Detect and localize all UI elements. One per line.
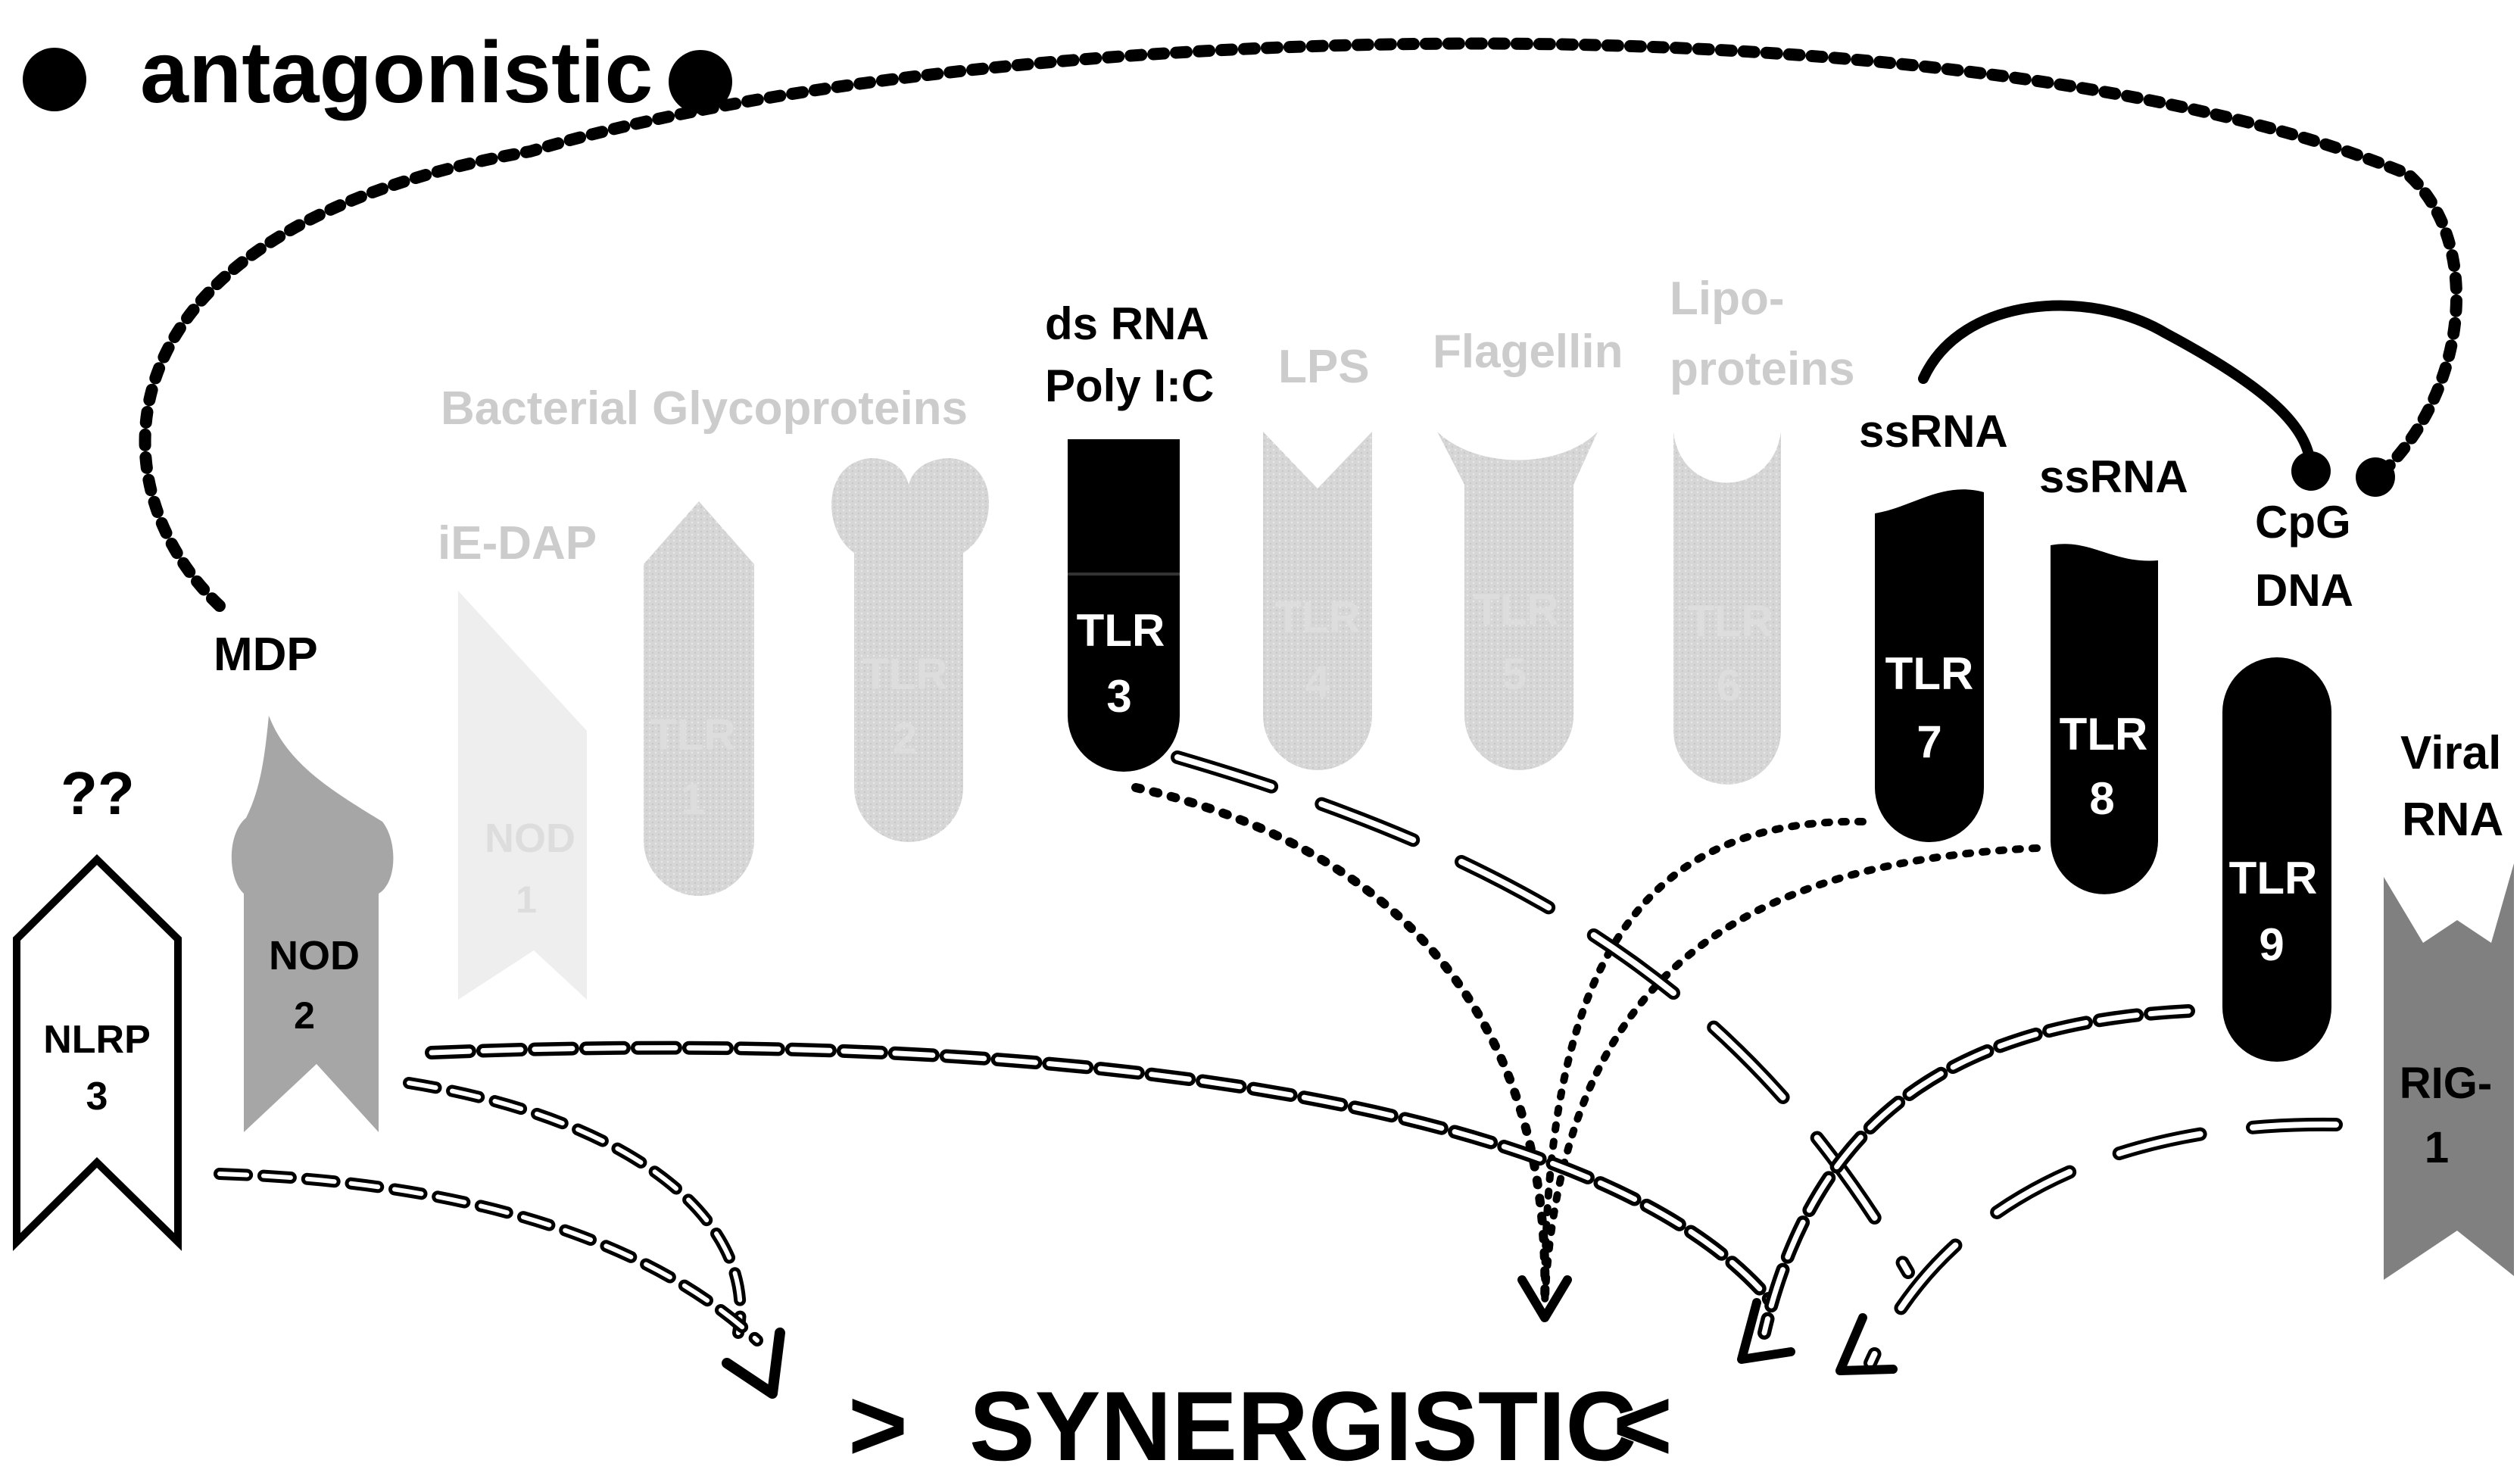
tlr8-number: 8 bbox=[2089, 773, 2114, 824]
nod2-label: NOD bbox=[269, 933, 360, 978]
synergistic-label: SYNERGISTIC bbox=[969, 1371, 1636, 1479]
nlrp3-number: 3 bbox=[86, 1075, 108, 1119]
tlr9-number: 9 bbox=[2259, 919, 2284, 970]
tlr7-receptor bbox=[1875, 489, 1984, 842]
arrow-nod2-double-inner bbox=[429, 1045, 1775, 1306]
tlr2-label: TLR bbox=[862, 650, 948, 699]
antagonistic-arc-tlr7-tlr9 bbox=[1918, 300, 2316, 475]
tlr7-label: TLR bbox=[1885, 648, 1974, 699]
flagellin-label: Flagellin bbox=[1433, 326, 1623, 378]
dsrna-label: ds RNA bbox=[1045, 298, 1209, 349]
tlr6-receptor bbox=[1673, 432, 1781, 785]
nlrp3-label: NLRP bbox=[43, 1018, 151, 1062]
tlr5-receptor bbox=[1437, 432, 1598, 770]
rig1-receptor bbox=[2384, 863, 2514, 1280]
ie-dap-label: iE-DAP bbox=[438, 517, 597, 569]
tlr4-label: TLR bbox=[1275, 593, 1361, 642]
dna-label: DNA bbox=[2255, 565, 2353, 616]
tlr4-receptor bbox=[1263, 432, 1372, 770]
arrow-tlr7-dotted bbox=[1541, 817, 1867, 1306]
arrow-rig1-outer bbox=[1863, 1117, 2343, 1370]
polyic-label: Poly I:C bbox=[1045, 360, 1214, 411]
nod1-label: NOD bbox=[485, 816, 575, 861]
cpg-solid-dot bbox=[2291, 451, 2331, 491]
rig1-label: RIG- bbox=[2400, 1059, 2492, 1108]
synergistic-left-bracket: > bbox=[848, 1368, 908, 1479]
arrow-left-head bbox=[722, 1328, 785, 1399]
tlr3-receptor bbox=[1068, 439, 1180, 772]
antagonistic-arc-mdp-cpg bbox=[139, 37, 2463, 612]
mdp-label: MDP bbox=[214, 629, 318, 681]
viral-label: Viral bbox=[2400, 727, 2501, 779]
nlrp3-receptor bbox=[13, 853, 182, 1251]
tlr8-receptor bbox=[2051, 544, 2158, 894]
bacterial-glycoproteins-label: Bacterial Glycoproteins bbox=[441, 382, 968, 435]
tlr9-label: TLR bbox=[2229, 853, 2318, 903]
arrow-nod2-short-inner bbox=[407, 1081, 743, 1335]
tlr6-label: TLR bbox=[1688, 597, 1773, 646]
tlr1-number: 1 bbox=[681, 775, 705, 824]
antagonistic-label: antagonistic bbox=[140, 24, 653, 121]
lps-label: LPS bbox=[1278, 341, 1370, 393]
tlr1-label: TLR bbox=[650, 710, 736, 760]
arrow-right-head-1 bbox=[1737, 1298, 1795, 1364]
arrow-tlr8-dotted bbox=[1541, 844, 2041, 1306]
tlr1-receptor bbox=[644, 501, 754, 896]
antagonistic-right-dot bbox=[669, 50, 732, 114]
tlr9-receptor bbox=[2222, 657, 2331, 1062]
nod1-receptor bbox=[458, 591, 587, 1000]
arrow-nlrp3-inner bbox=[217, 1172, 759, 1343]
arrow-nod2-double-outer bbox=[425, 1041, 1779, 1309]
arrow-right-head-2 bbox=[1835, 1313, 1898, 1375]
tlr2-receptor bbox=[831, 458, 990, 842]
lipoproteins-label-line1: Lipo- bbox=[1670, 273, 1785, 325]
tlr7-number: 7 bbox=[1917, 716, 1941, 767]
cpg-label: CpG bbox=[2255, 497, 2351, 548]
antagonistic-left-dot bbox=[23, 48, 86, 111]
ssrna-tlr8-label: ssRNA bbox=[2039, 451, 2188, 502]
ssrna-tlr7-label: ssRNA bbox=[1859, 406, 2008, 457]
tlr2-number: 2 bbox=[893, 714, 917, 763]
arrow-rig1-inner bbox=[1867, 1121, 2339, 1366]
arrow-tlr3-dotted bbox=[1131, 783, 1550, 1307]
synergistic-right-bracket: < bbox=[1613, 1368, 1673, 1479]
rig1-number: 1 bbox=[2425, 1123, 2449, 1172]
tlr5-number: 5 bbox=[1502, 650, 1527, 699]
nod2-receptor bbox=[231, 716, 394, 1132]
arrow-tlr9-double-inner bbox=[1761, 1008, 2191, 1336]
nod2-number: 2 bbox=[294, 994, 315, 1037]
lipoproteins-label-line2: proteins bbox=[1670, 343, 1855, 395]
arrow-center-head bbox=[1517, 1275, 1572, 1322]
synergy-arrows bbox=[214, 750, 2343, 1399]
tlr3-label: TLR bbox=[1077, 605, 1165, 656]
unknown-ligand-label: ?? bbox=[61, 760, 135, 827]
tlr6-number: 6 bbox=[1717, 661, 1741, 710]
tlr8-label: TLR bbox=[2060, 709, 2148, 760]
nod1-number: 1 bbox=[516, 878, 537, 921]
tlr3-number: 3 bbox=[1106, 671, 1131, 722]
arrow-nlrp3-outer bbox=[214, 1168, 763, 1346]
tlr4-number: 4 bbox=[1305, 657, 1330, 707]
arrow-tlr9-double-outer bbox=[1757, 1004, 2195, 1340]
arrow-tlr3-long-dash-inner bbox=[1174, 754, 1911, 1275]
rna-label: RNA bbox=[2402, 794, 2503, 846]
cpg-antagonistic-dot bbox=[2356, 457, 2395, 497]
tlr5-label: TLR bbox=[1474, 585, 1559, 635]
